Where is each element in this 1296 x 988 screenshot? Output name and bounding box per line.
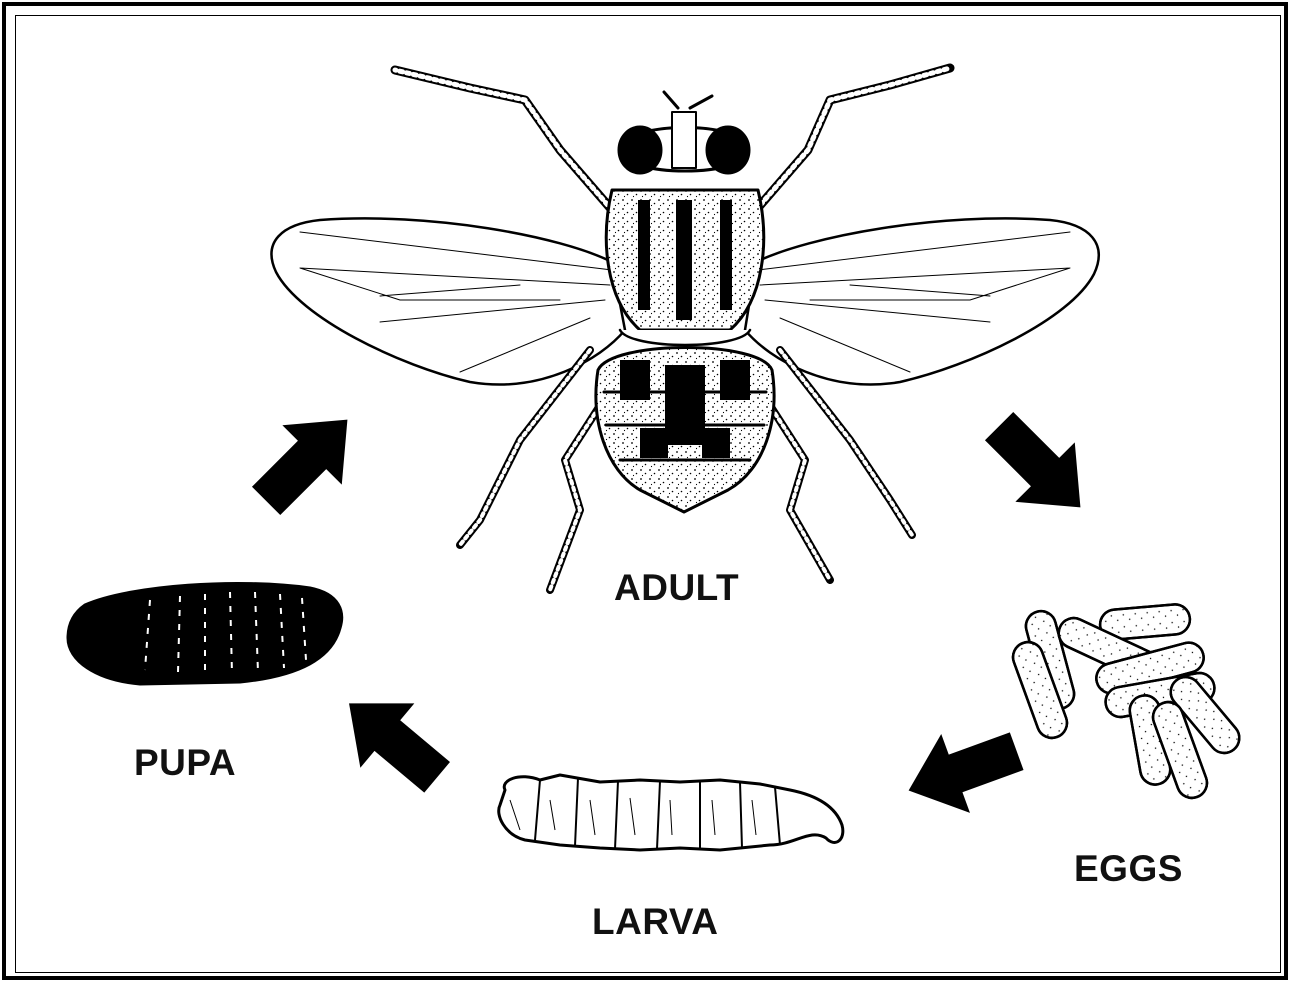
right-wing [745, 218, 1099, 384]
front-leg-left [395, 70, 612, 210]
adult-fly-illustration [272, 68, 1099, 590]
label-pupa: PUPA [134, 744, 236, 781]
label-eggs: EGGS [1074, 850, 1183, 887]
larva-illustration [499, 775, 843, 850]
left-wing [272, 218, 625, 384]
arrow-larva-to-pupa [322, 671, 464, 809]
label-larva: LARVA [592, 903, 719, 940]
left-eye [618, 126, 662, 174]
arrow-eggs-to-larva [894, 712, 1031, 830]
right-eye [706, 126, 750, 174]
label-adult: ADULT [614, 569, 739, 606]
front-leg-right [756, 68, 950, 210]
arrow-adult-to-eggs [969, 396, 1110, 537]
eggs-illustration [1009, 603, 1246, 802]
arrow-pupa-to-adult [236, 390, 377, 531]
pupa-illustration [68, 583, 342, 684]
